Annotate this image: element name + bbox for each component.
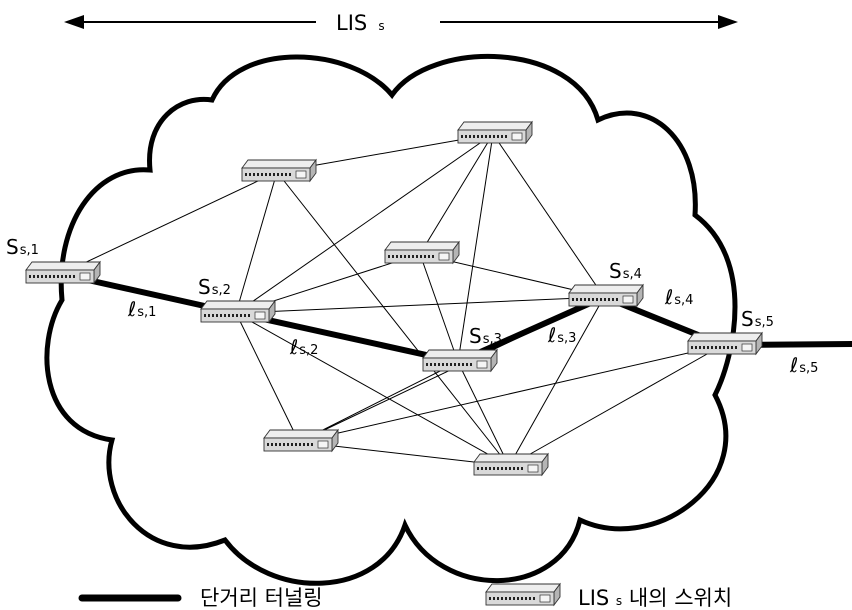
thin-link-s1-a [60,171,278,275]
thin-link-b-s3 [457,133,494,363]
switch-a [241,159,317,182]
switch-label-s3: Ss,3 [469,324,502,348]
switch-label-s1: Ss,1 [6,235,39,259]
tunnel-label-s2: ℓs,2 [289,335,318,359]
lis-title: LIS s [336,11,385,35]
tunnel-link-s2 [233,310,461,365]
lis-span-arrowhead-left [64,15,84,29]
switch-c [384,241,460,264]
legend-switch-rest: 내의 스위치 [629,586,732,610]
switches [25,121,763,476]
lis-title-sub: s [378,19,384,33]
thin-link-b-s2 [235,133,494,314]
thin-link-s5-d [298,344,724,443]
switch-s2 [200,300,276,323]
thin-link-s2-s4 [235,296,605,314]
lis-title-main: LIS [336,11,367,35]
legend-switch-sub: s [616,594,622,608]
switch-label-s2: Ss,2 [198,275,231,299]
lis-span-indicator: LIS s [64,11,738,35]
thin-link-a-e [276,171,510,467]
switch-label-s4: Ss,4 [609,259,642,283]
tunnel-label-s5: ℓs,5 [789,353,818,377]
tunnel-label-s1: ℓs,1 [127,297,156,321]
thin-link-s3-d [298,361,459,443]
legend-tunnel-label: 단거리 터널링 [200,586,323,610]
switch-s4 [568,284,644,307]
switch-s5 [687,332,763,355]
thin-link-s2-e [235,312,510,467]
thin-link-s3-e [457,361,510,467]
thin-link-s5-e [508,344,724,467]
legend: 단거리 터널링 LIS s 내의 스위치 [78,583,732,610]
tunnel-label-s3: ℓs,3 [547,323,576,347]
legend-switch-label: LIS s 내의 스위치 [578,586,732,610]
switch-d [263,429,339,452]
legend-switch-main: LIS [578,586,609,610]
legend-switch-icon [485,583,561,606]
switch-e [473,453,549,476]
thin-link-b-s4 [492,133,605,298]
network-cloud [44,53,738,586]
switch-b [457,121,533,144]
thin-link-a-s2 [235,171,278,314]
switch-label-s5: Ss,5 [741,307,774,331]
lis-span-arrowhead-right [718,15,738,29]
thin-link-c-b [419,133,494,255]
tunnel-label-s4: ℓs,4 [664,285,693,309]
switch-s1 [25,261,101,284]
thin-link-c-s3 [419,253,459,363]
switch-s3 [422,349,498,372]
labels: Ss,1Ss,2Ss,3 Ss,4Ss,5 ℓs,1 ℓs,2 ℓs,3 ℓs,4 ℓs,5 [6,235,818,377]
thin-link-s2-d [235,312,300,443]
thin-link-s4-e [508,296,605,467]
